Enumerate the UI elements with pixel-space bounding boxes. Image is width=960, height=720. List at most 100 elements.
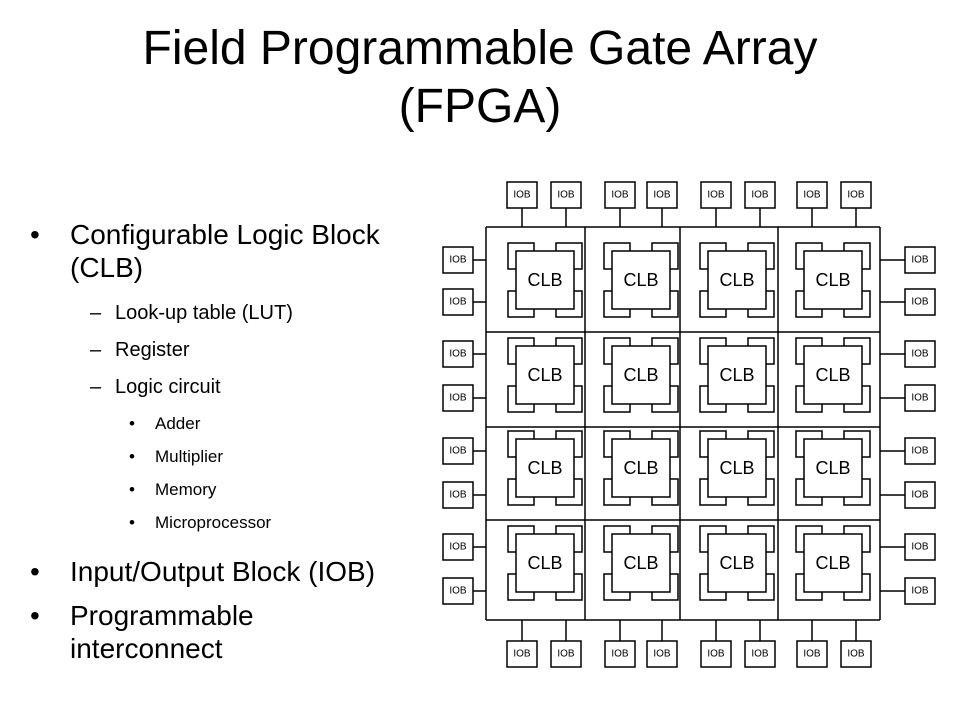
clb-label: CLB xyxy=(527,270,562,290)
title-line-1: Field Programmable Gate Array xyxy=(142,22,818,75)
iob-label: IOB xyxy=(911,542,929,553)
iob-label: IOB xyxy=(449,490,467,501)
iob-label: IOB xyxy=(911,393,929,404)
sub-sub-bullet-text: Microprocessor xyxy=(155,513,272,532)
iob-block-right xyxy=(904,340,936,368)
clb-block xyxy=(707,533,767,593)
clb-block xyxy=(515,345,575,405)
bullet-dot: • xyxy=(129,414,135,433)
iob-block-right xyxy=(904,437,936,465)
iob-label: IOB xyxy=(803,649,821,660)
iob-block-top xyxy=(744,181,776,209)
sub-sub-bullet-text: Memory xyxy=(155,480,217,499)
iob-block-bottom xyxy=(700,640,732,668)
iob-block-bottom xyxy=(604,640,636,668)
clb-label: CLB xyxy=(815,365,850,385)
clb-label: CLB xyxy=(527,365,562,385)
clb-block xyxy=(611,345,671,405)
bullet-interconnect: • Programmable interconnect xyxy=(30,599,440,665)
sub-bullet-text: Look-up table (LUT) xyxy=(115,302,293,324)
iob-label: IOB xyxy=(803,190,821,201)
iob-label: IOB xyxy=(751,649,769,660)
sub-bullet-logic-circuit: – Logic circuit xyxy=(30,375,440,399)
bullet-list: • Configurable Logic Block (CLB) – Look-… xyxy=(30,218,440,665)
iob-label: IOB xyxy=(611,190,629,201)
sub-bullet-register: – Register xyxy=(30,338,440,362)
iob-label: IOB xyxy=(707,649,725,660)
clb-label: CLB xyxy=(719,458,754,478)
iob-label: IOB xyxy=(847,190,865,201)
clb-label: CLB xyxy=(719,270,754,290)
iob-block-left xyxy=(442,577,474,605)
sub-bullet-dash: – xyxy=(90,376,102,398)
iob-block-bottom xyxy=(796,640,828,668)
iob-label: IOB xyxy=(911,255,929,266)
clb-block xyxy=(803,533,863,593)
iob-label: IOB xyxy=(911,586,929,597)
iob-label: IOB xyxy=(513,190,531,201)
iob-block-top xyxy=(550,181,582,209)
clb-block xyxy=(707,438,767,498)
sub-bullet-dash: – xyxy=(90,339,102,361)
bullet-dot: • xyxy=(129,480,135,499)
iob-block-left xyxy=(442,288,474,316)
bullet-dot: • xyxy=(30,600,40,631)
sub-bullet-text: Register xyxy=(115,339,190,361)
sub-bullet-text: Logic circuit xyxy=(115,376,221,398)
iob-label: IOB xyxy=(557,649,575,660)
iob-block-left xyxy=(442,340,474,368)
iob-block-bottom xyxy=(646,640,678,668)
clb-label: CLB xyxy=(623,458,658,478)
iob-block-right xyxy=(904,577,936,605)
bullet-text: Input/Output Block (IOB) xyxy=(70,556,376,587)
clb-block xyxy=(611,533,671,593)
clb-block xyxy=(611,250,671,310)
iob-label: IOB xyxy=(449,446,467,457)
iob-block-top xyxy=(506,181,538,209)
iob-block-right xyxy=(904,481,936,509)
clb-label: CLB xyxy=(527,458,562,478)
iob-block-left xyxy=(442,533,474,561)
clb-label: CLB xyxy=(815,270,850,290)
bullet-dot: • xyxy=(30,556,40,587)
iob-label: IOB xyxy=(911,349,929,360)
iob-label: IOB xyxy=(653,649,671,660)
iob-label: IOB xyxy=(449,586,467,597)
bullet-iob: • Input/Output Block (IOB) xyxy=(30,555,440,588)
iob-label: IOB xyxy=(557,190,575,201)
bullet-dot: • xyxy=(129,447,135,466)
iob-block-left xyxy=(442,384,474,412)
sub-sub-bullet-text: Multiplier xyxy=(155,447,224,466)
clb-label: CLB xyxy=(719,365,754,385)
iob-label: IOB xyxy=(513,649,531,660)
sub-sub-bullet-adder: • Adder xyxy=(30,414,440,434)
clb-block xyxy=(515,533,575,593)
iob-label: IOB xyxy=(847,649,865,660)
iob-label: IOB xyxy=(751,190,769,201)
clb-block xyxy=(803,345,863,405)
bullet-text-cont: interconnect xyxy=(70,633,223,664)
iob-block-top xyxy=(604,181,636,209)
bullet-text: Configurable Logic Block xyxy=(70,219,380,250)
iob-block-bottom xyxy=(840,640,872,668)
iob-label: IOB xyxy=(911,446,929,457)
bullet-text: Programmable xyxy=(70,600,254,631)
clb-block xyxy=(515,250,575,310)
iob-label: IOB xyxy=(653,190,671,201)
sub-bullet-lut: – Look-up table (LUT) xyxy=(30,301,440,325)
iob-block-top xyxy=(840,181,872,209)
iob-block-top xyxy=(646,181,678,209)
sub-sub-bullet-microprocessor: • Microprocessor xyxy=(30,513,440,533)
clb-block xyxy=(611,438,671,498)
clb-label: CLB xyxy=(815,553,850,573)
clb-label: CLB xyxy=(623,365,658,385)
clb-block xyxy=(707,250,767,310)
iob-block-top xyxy=(700,181,732,209)
clb-label: CLB xyxy=(623,270,658,290)
iob-block-right xyxy=(904,246,936,274)
slide-title: Field Programmable Gate Array (FPGA) xyxy=(0,20,960,136)
iob-label: IOB xyxy=(449,255,467,266)
iob-label: IOB xyxy=(449,349,467,360)
iob-label: IOB xyxy=(911,297,929,308)
